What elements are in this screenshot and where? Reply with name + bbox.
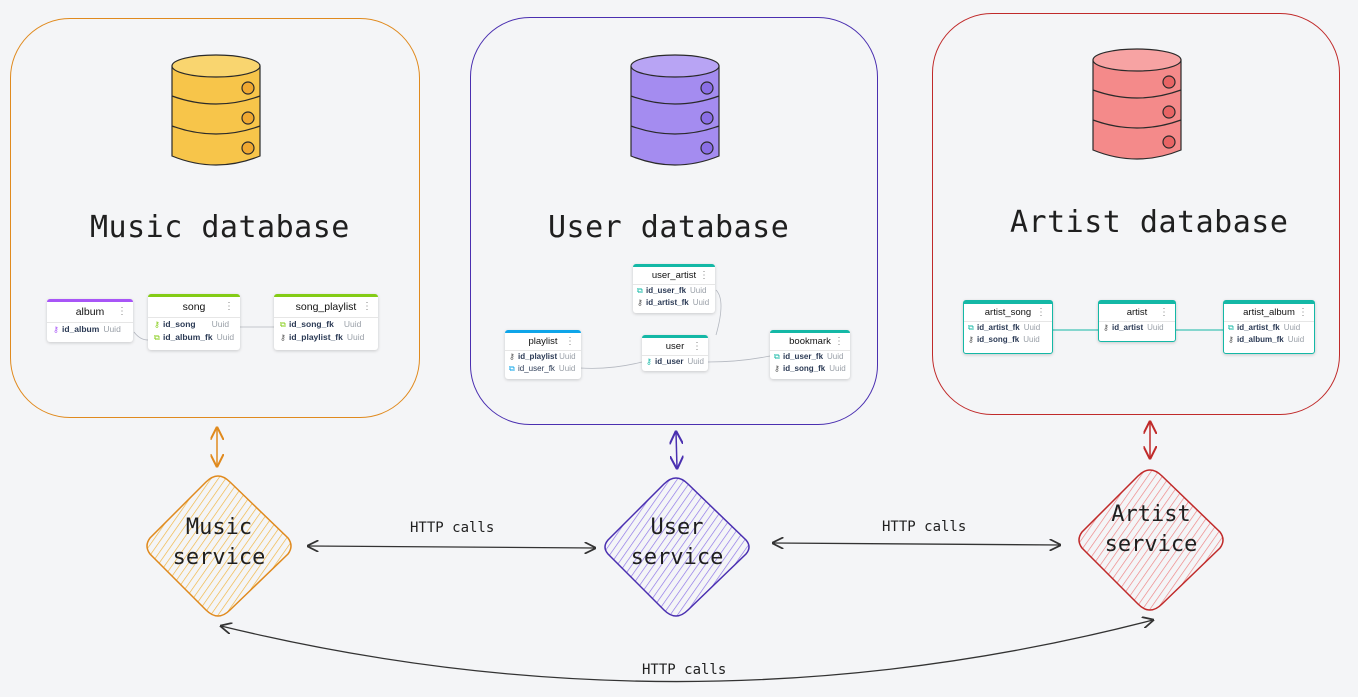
table-header: song_playlist⋮: [274, 297, 378, 318]
artist-service-diamond: [1078, 469, 1224, 611]
user-database-icon: [630, 54, 720, 166]
more-icon: ⋮: [362, 301, 372, 312]
user-database-frame: [470, 17, 878, 425]
table-header: artist_song⋮: [964, 304, 1052, 322]
music-user-http-arrow: [308, 546, 595, 548]
artist-database-icon: [1092, 48, 1182, 160]
table-header: album⋮: [47, 302, 133, 323]
artist-service-label-line2: service: [1104, 532, 1198, 557]
table-header: user⋮: [642, 338, 708, 356]
artist-service-label: Artist service: [1092, 500, 1210, 560]
user-db-service-arrow: [676, 432, 677, 468]
more-icon: ⋮: [117, 306, 127, 317]
link-icon: ⧉: [1228, 323, 1234, 332]
user-service-label-line1: User: [650, 515, 704, 540]
key-icon: ⚷: [1103, 323, 1109, 332]
key-icon: ⚷: [154, 320, 160, 329]
key-icon: ⚷: [646, 357, 652, 366]
link-icon: ⧉: [968, 323, 974, 332]
more-icon: ⋮: [1036, 307, 1046, 318]
user-service-diamond: [604, 477, 750, 617]
key-icon: ⚷: [53, 325, 59, 334]
artist-service-label-line1: Artist: [1111, 502, 1191, 527]
more-icon: ⋮: [834, 336, 844, 347]
key-icon: ⚷: [968, 335, 974, 344]
user-database-title: User database: [548, 210, 790, 245]
music-artist-http-label: HTTP calls: [642, 662, 727, 678]
table-header: user_artist⋮: [633, 267, 715, 285]
artist-database-frame: [932, 13, 1340, 415]
music-service-label-line1: Music: [185, 515, 253, 540]
key-icon: ⚷: [1228, 335, 1234, 344]
more-icon: ⋮: [1298, 307, 1308, 318]
music-artist-http-arrow: [221, 620, 1153, 683]
user-service-label: User service: [618, 513, 736, 573]
key-icon: ⚷: [637, 298, 643, 307]
key-icon: ⚷: [280, 333, 286, 342]
more-icon: ⋮: [692, 341, 702, 352]
link-icon: ⧉: [637, 286, 643, 295]
more-icon: ⋮: [1159, 307, 1169, 318]
music-database-frame: [10, 18, 420, 418]
table-header: song⋮: [148, 297, 240, 318]
music-service-diamond: [146, 475, 292, 617]
link-icon: ⧉: [154, 333, 160, 342]
key-icon: ⚷: [509, 352, 515, 361]
artist-database-title: Artist database: [1010, 205, 1289, 240]
link-icon: ⧉: [280, 320, 286, 329]
key-icon: ⚷: [774, 364, 780, 373]
user-artist-http-arrow: [773, 543, 1060, 545]
more-icon: ⋮: [699, 270, 709, 281]
more-icon: ⋮: [224, 301, 234, 312]
music-database-title: Music database: [90, 210, 350, 245]
table-header: artist_album⋮: [1224, 304, 1314, 322]
music-user-http-label: HTTP calls: [410, 520, 495, 536]
more-icon: ⋮: [565, 336, 575, 347]
link-icon: ⧉: [509, 364, 515, 373]
music-database-icon: [171, 54, 261, 166]
user-artist-http-label: HTTP calls: [882, 519, 967, 535]
table-header: artist⋮: [1099, 304, 1175, 322]
user-service-label-line2: service: [630, 545, 724, 570]
music-service-label-line2: service: [172, 545, 266, 570]
music-service-label: Music service: [160, 513, 278, 573]
link-icon: ⧉: [774, 352, 780, 361]
table-header: bookmark⋮: [770, 333, 850, 351]
table-header: playlist⋮: [505, 333, 581, 351]
